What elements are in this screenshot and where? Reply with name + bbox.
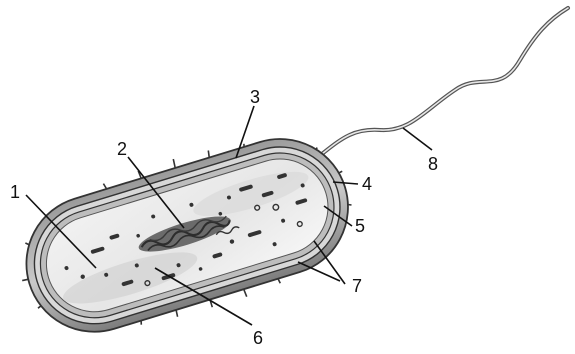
- label-5: 5: [355, 216, 365, 236]
- label-8: 8: [428, 154, 438, 174]
- label-4: 4: [362, 174, 372, 194]
- label-3: 3: [250, 87, 260, 107]
- flagellum-shape: [318, 8, 568, 157]
- label-6: 6: [253, 328, 263, 348]
- label-1: 1: [10, 182, 20, 202]
- cell-body: [1, 113, 369, 354]
- label-2: 2: [117, 139, 127, 159]
- label-7: 7: [352, 276, 362, 296]
